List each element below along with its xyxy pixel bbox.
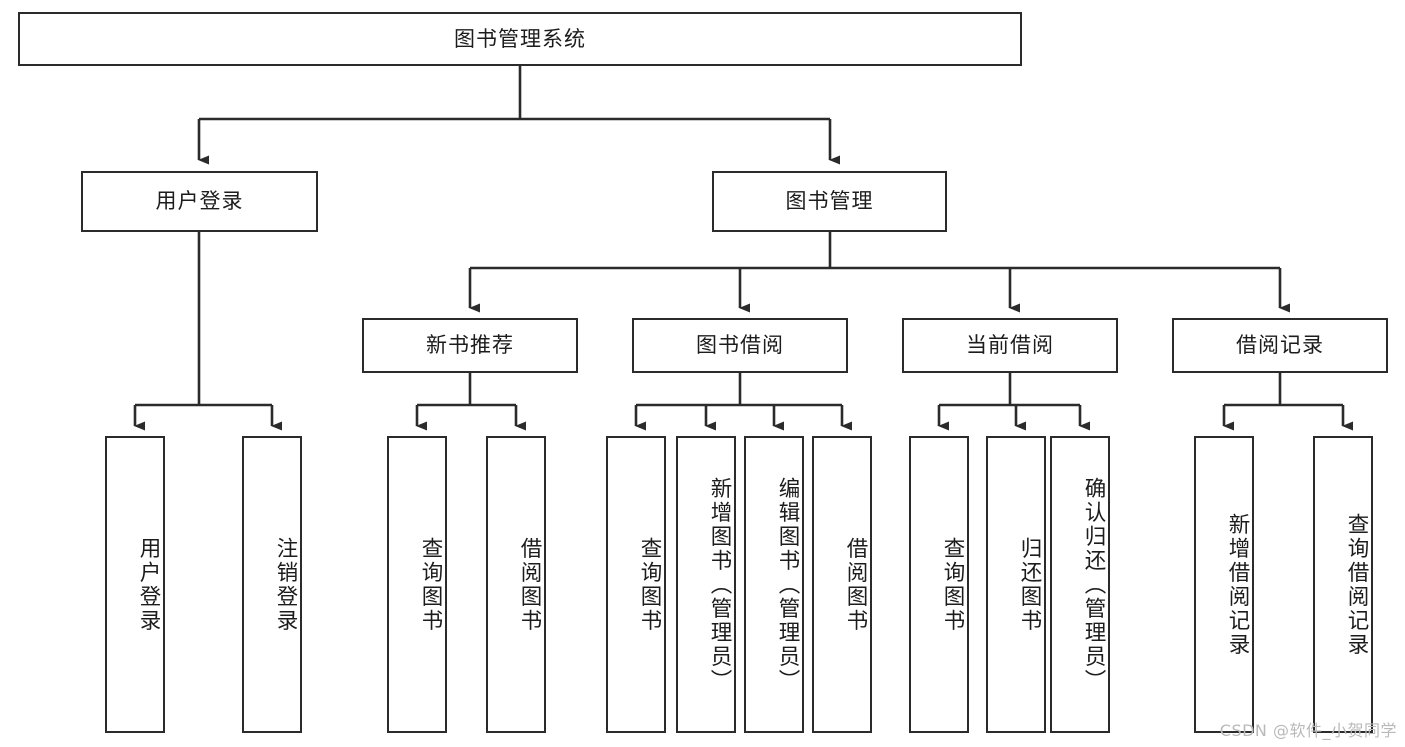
- node-book-manage[interactable]: 图书管理: [712, 171, 947, 232]
- node-leaf-borrow-book[interactable]: 借阅图书: [812, 436, 872, 733]
- node-leaf-user-logout[interactable]: 注销登录: [242, 436, 302, 733]
- node-borrow-record[interactable]: 借阅记录: [1172, 318, 1388, 373]
- node-leaf-add-book-admin[interactable]: 新增图书（管理员）: [676, 436, 736, 733]
- node-leaf-user-login[interactable]: 用户登录: [105, 436, 165, 733]
- node-leaf-confirm-return-admin[interactable]: 确认归还（管理员）: [1050, 436, 1110, 733]
- node-new-book-recommend[interactable]: 新书推荐: [362, 318, 578, 373]
- node-leaf-query-book-current[interactable]: 查询图书: [909, 436, 969, 733]
- node-book-borrow[interactable]: 图书借阅: [632, 318, 848, 373]
- node-root-system[interactable]: 图书管理系统: [18, 12, 1022, 66]
- node-leaf-query-book-recommend[interactable]: 查询图书: [387, 436, 447, 733]
- csdn-watermark: CSDN @软件_小贺同学: [1219, 721, 1397, 740]
- node-leaf-borrow-book-recommend[interactable]: 借阅图书: [486, 436, 546, 733]
- node-user-login[interactable]: 用户登录: [81, 171, 318, 232]
- node-leaf-query-book-borrow[interactable]: 查询图书: [606, 436, 666, 733]
- node-current-borrow[interactable]: 当前借阅: [902, 318, 1118, 373]
- node-leaf-add-borrow-record[interactable]: 新增借阅记录: [1194, 436, 1254, 733]
- node-leaf-return-book[interactable]: 归还图书: [986, 436, 1046, 733]
- node-leaf-edit-book-admin[interactable]: 编辑图书（管理员）: [744, 436, 804, 733]
- node-leaf-query-borrow-record[interactable]: 查询借阅记录: [1313, 436, 1373, 733]
